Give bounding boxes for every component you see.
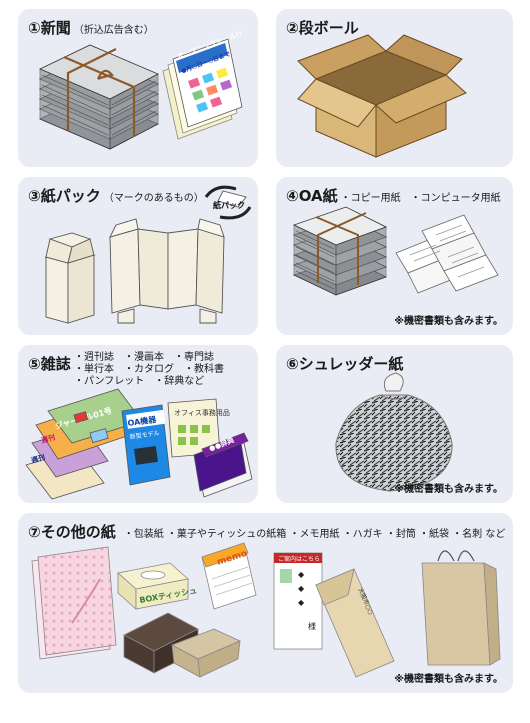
cardboard-box-illustration bbox=[297, 34, 467, 158]
panel-magazines: ⑤雑誌 ・週刊誌 ・漫画本 ・専門誌 ・単行本 ・カタログ ・教科書 ・パンフレ… bbox=[18, 345, 258, 503]
magazine-items-list: ・週刊誌 ・漫画本 ・専門誌 ・単行本 ・カタログ ・教科書 ・パンフレット ・… bbox=[74, 352, 224, 387]
svg-text:◆: ◆ bbox=[298, 598, 305, 607]
magazines-illustration: ジャーナル01号 週刊 週刊 OA機器 新型モデル オフィス事務用品 ●●辞典 bbox=[25, 388, 253, 500]
office-catalog-title: オフィス事務用品 bbox=[174, 408, 230, 417]
panel-title: ③紙パック（マークのあるもの） bbox=[28, 187, 204, 205]
weekly-cover-label: 週刊 bbox=[40, 432, 56, 445]
svg-text:◆: ◆ bbox=[298, 584, 305, 593]
confidential-note: ※機密書類も含みます。 bbox=[394, 674, 503, 685]
confidential-note: ※機密書類も含みます。 bbox=[394, 316, 503, 327]
panel-cardboard: ②段ボール bbox=[276, 9, 513, 167]
weekly-cover-label-2: 週刊 bbox=[30, 452, 46, 465]
panel-title: ④OA紙・コピー用紙 ・コンピュータ用紙 bbox=[286, 187, 501, 205]
panel-title: ⑦その他の紙・包装紙 ・菓子やティッシュの紙箱 ・メモ用紙 ・ハガキ ・封筒 ・… bbox=[28, 523, 506, 541]
oa-magazine-title: OA機器 bbox=[127, 414, 158, 428]
postcard-header: ご案内はこちら bbox=[278, 555, 320, 563]
shredder-bag-illustration bbox=[335, 372, 453, 492]
panel-title: ⑥シュレッダー紙 bbox=[286, 355, 404, 373]
panel-oa-paper: ④OA紙・コピー用紙 ・コンピュータ用紙 bbox=[276, 177, 513, 335]
postcard-sama: 様 bbox=[308, 621, 316, 631]
newspaper-bundle-illustration: オープニングセール!! ●月○日〜○日まで bbox=[39, 29, 243, 150]
panel-title: ②段ボール bbox=[286, 19, 359, 37]
carton-recycle-mark-label: 紙パック bbox=[213, 200, 245, 210]
other-paper-illustration: BOXティッシュ memo ご案内はこちら ◆ ◆ ◆ 様 大阪市○○ bbox=[31, 542, 501, 678]
confidential-note: ※機密書類も含みます。 bbox=[394, 484, 503, 495]
oa-paper-illustration bbox=[292, 206, 499, 296]
svg-text:◆: ◆ bbox=[298, 570, 305, 579]
milk-carton-illustration: 紙パック bbox=[44, 185, 252, 324]
panel-carton: ③紙パック（マークのあるもの） 紙パック bbox=[18, 177, 258, 335]
panel-shredder: ⑥シュレッダー紙 ※機密書類も含みます。 bbox=[276, 345, 513, 503]
panel-title: ①新聞（折込広告含む） bbox=[28, 19, 154, 37]
panel-title: ⑤雑誌 bbox=[28, 355, 71, 373]
panel-other-paper: ⑦その他の紙・包装紙 ・菓子やティッシュの紙箱 ・メモ用紙 ・ハガキ ・封筒 ・… bbox=[18, 513, 513, 693]
panel-newspaper: ①新聞（折込広告含む） オープニングセール!! bbox=[18, 9, 258, 167]
